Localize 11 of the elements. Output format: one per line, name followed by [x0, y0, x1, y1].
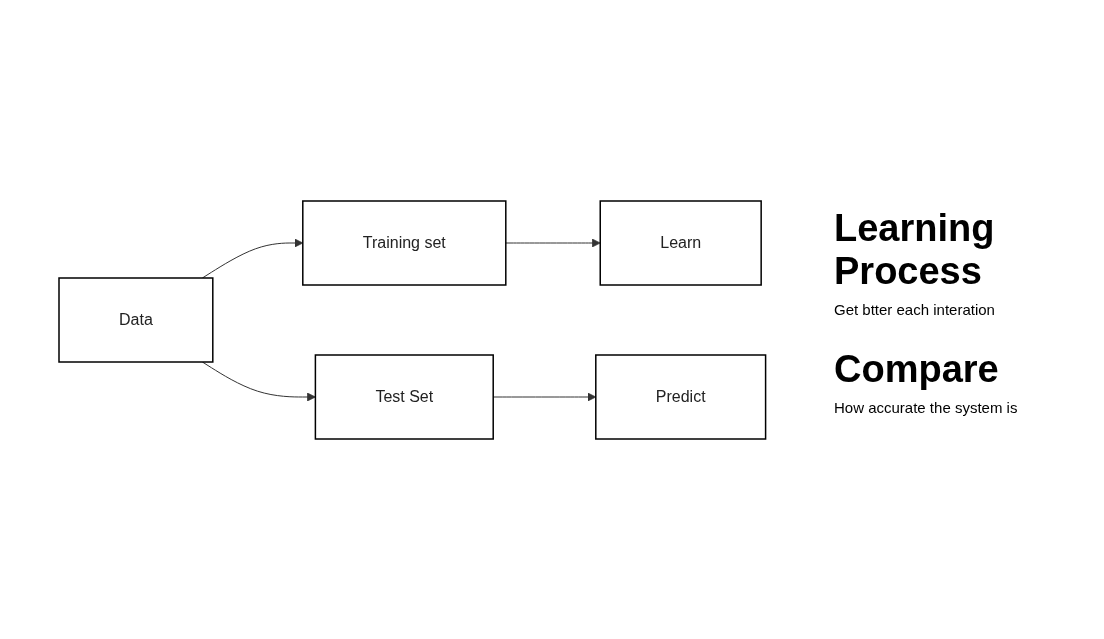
node-box: Training set — [301, 199, 507, 286]
arrow — [492, 392, 596, 401]
node-box: Test Set — [314, 353, 494, 440]
heading: Learning Process — [834, 207, 996, 293]
heading: Compare — [834, 348, 1000, 391]
node-box: Data — [57, 276, 214, 363]
note: How accurate the system is — [834, 399, 1019, 416]
node-box: Learn — [599, 199, 762, 286]
node-box: Predict — [594, 353, 767, 440]
note: Get btter each interation — [834, 301, 996, 318]
arrow — [201, 361, 316, 401]
